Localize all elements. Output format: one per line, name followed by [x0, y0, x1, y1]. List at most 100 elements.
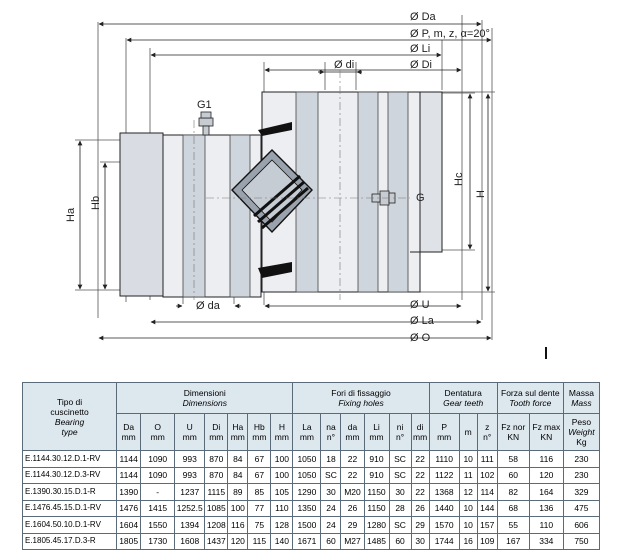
cell-o: 1090 [140, 466, 176, 484]
cell-da: 1805 [116, 532, 142, 550]
cell-na: 60 [320, 532, 342, 550]
cell-m: 10 [458, 450, 478, 468]
cell-di2: 22 [410, 450, 430, 468]
cell-z: 111 [476, 450, 498, 468]
cell-da2: M20 [340, 483, 365, 501]
cell-m: 11 [458, 466, 478, 484]
cell-la: 1290 [292, 483, 322, 501]
dim-label-o: Ø O [410, 332, 431, 344]
cell-peso: 230 [562, 466, 601, 484]
cell-fznor: 68 [496, 499, 530, 517]
dim-label-la: Ø La [410, 315, 435, 327]
cell-z: 102 [476, 466, 498, 484]
cell-ni: 28 [388, 499, 412, 517]
cell-hb: 67 [247, 450, 272, 468]
cell-ni: SC [388, 450, 412, 468]
cell-li: 1280 [363, 516, 390, 534]
cell-da: 1604 [116, 516, 142, 534]
cell-la: 1350 [292, 499, 322, 517]
cell-fzmax: 120 [528, 466, 564, 484]
header-group-fixing-holes: Fori di fissaggio Fixing holes [292, 382, 430, 414]
cell-di2: 22 [410, 466, 430, 484]
cell-m: 10 [458, 499, 478, 517]
bearing-cross-section-drawing: Ø Da Ø P, m, z, α=20° Ø Li Ø di Ø Di G1 … [65, 11, 495, 344]
cell-bearing-code: E.1144.30.12.D.1-RV [21, 450, 118, 468]
cell-hb: 67 [247, 466, 272, 484]
header-bearing-type: Tipo di cuscinetto Bearing type [21, 382, 118, 451]
cell-da: 1390 [116, 483, 142, 501]
cell-p: 1368 [428, 483, 460, 501]
cell-p: 1570 [428, 516, 460, 534]
outer-ring [119, 132, 262, 298]
cell-fzmax: 136 [528, 499, 564, 517]
cell-z: 144 [476, 499, 498, 517]
header-group-tooth-force: Forza sul dente Tooth force [496, 382, 564, 414]
cell-bearing-code: E.1144.30.12.D.3-RV [21, 466, 118, 484]
label-g1: G1 [197, 99, 212, 111]
cell-u: 1252.5 [174, 499, 206, 517]
cell-ha: 84 [227, 466, 249, 484]
cell-ha: 120 [227, 532, 249, 550]
text-cursor-mark [545, 347, 547, 359]
cell-u: 1237 [174, 483, 206, 501]
dim-label-ha: Ha [65, 207, 77, 222]
cell-li: 1150 [363, 499, 390, 517]
cell-z: 109 [476, 532, 498, 550]
cell-la: 1050 [292, 466, 322, 484]
cell-di2: 29 [410, 516, 430, 534]
label-g: G [416, 192, 425, 204]
cell-h: 100 [270, 466, 294, 484]
cell-di: 1085 [204, 499, 229, 517]
cell-da2: 22 [340, 466, 365, 484]
cell-bearing-code: E.1476.45.15.D.1-RV [21, 499, 118, 517]
cell-bearing-code: E.1390.30.15.D.1-R [21, 483, 118, 501]
cell-u: 993 [174, 466, 206, 484]
header-group-gear-teeth: Dentatura Gear teeth [428, 382, 498, 414]
cell-di: 1208 [204, 516, 229, 534]
grease-nipple-g1 [198, 111, 214, 136]
cell-fzmax: 116 [528, 450, 564, 468]
cell-di: 870 [204, 450, 229, 468]
cell-fznor: 58 [496, 450, 530, 468]
dim-label-h: H [475, 190, 487, 198]
cell-p: 1440 [428, 499, 460, 517]
cell-hb: 85 [247, 483, 272, 501]
cell-bearing-code: E.1604.50.10.D.1-RV [21, 516, 118, 534]
cell-p: 1110 [428, 450, 460, 468]
cell-peso: 329 [562, 483, 601, 501]
cell-da2: 22 [340, 450, 365, 468]
cell-ni: 30 [388, 483, 412, 501]
cell-h: 110 [270, 499, 294, 517]
cell-na: 24 [320, 516, 342, 534]
cell-na: 24 [320, 499, 342, 517]
bearing-specification-table: Tipo di cuscinetto Bearing type Dimensio… [21, 382, 601, 550]
cell-li: 1485 [363, 532, 390, 550]
header-group-dimensions: Dimensioni Dimensions [116, 382, 294, 414]
cell-h: 105 [270, 483, 294, 501]
cell-m: 10 [458, 516, 478, 534]
cell-z: 157 [476, 516, 498, 534]
cell-na: 18 [320, 450, 342, 468]
cell-p: 1122 [428, 466, 460, 484]
cell-ha: 89 [227, 483, 249, 501]
cell-da2: 29 [340, 516, 365, 534]
dim-label-di: Ø Di [410, 59, 432, 71]
cell-o: 1090 [140, 450, 176, 468]
cell-di2: 22 [410, 483, 430, 501]
cell-hb: 75 [247, 516, 272, 534]
cell-o: 1730 [140, 532, 176, 550]
cell-bearing-code: E.1805.45.17.D.3-R [21, 532, 118, 550]
